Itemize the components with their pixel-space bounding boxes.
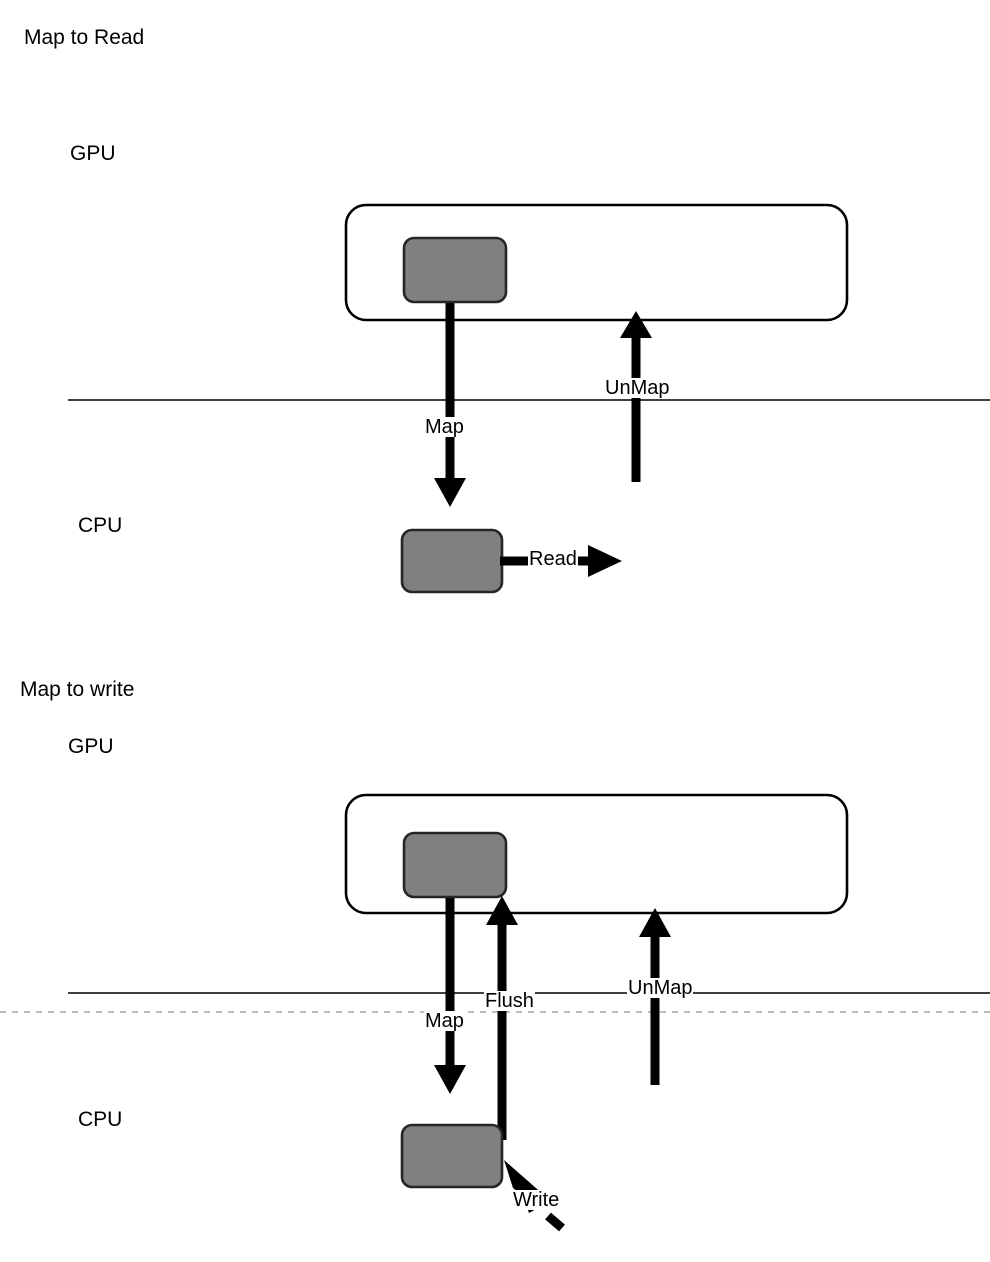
d1-gpu-label: GPU — [70, 142, 116, 165]
d1-map-arrow-head — [434, 478, 466, 507]
d2-map-arrow-head — [434, 1065, 466, 1094]
d1-read-label: Read — [528, 548, 578, 570]
d1-gpu-buffer — [402, 236, 508, 304]
d1-read-arrow-head — [588, 545, 622, 577]
d2-flush-arrow-head — [486, 896, 518, 925]
d2-section-title: Map to write — [20, 678, 135, 701]
d2-cpu-label: CPU — [78, 1108, 123, 1131]
d2-gpu-buffer — [402, 831, 508, 899]
d1-cpu-buffer — [400, 528, 504, 594]
d2-unmap-label: UnMap — [627, 977, 694, 999]
d1-map-label: Map — [424, 416, 465, 438]
d1-section-title: Map to Read — [24, 26, 145, 49]
d2-gpu-label: GPU — [68, 735, 114, 758]
d2-unmap-arrow-head — [639, 908, 671, 937]
d2-write-arrow-tail — [545, 1212, 565, 1232]
d2-map-label: Map — [424, 1010, 465, 1032]
d1-cpu-label: CPU — [78, 514, 123, 537]
d2-flush-label: Flush — [484, 990, 535, 1012]
d1-unmap-arrow-head — [620, 311, 652, 338]
d2-write-label: Write — [512, 1189, 561, 1211]
d1-unmap-label: UnMap — [604, 377, 671, 399]
d2-cpu-buffer — [400, 1123, 504, 1189]
